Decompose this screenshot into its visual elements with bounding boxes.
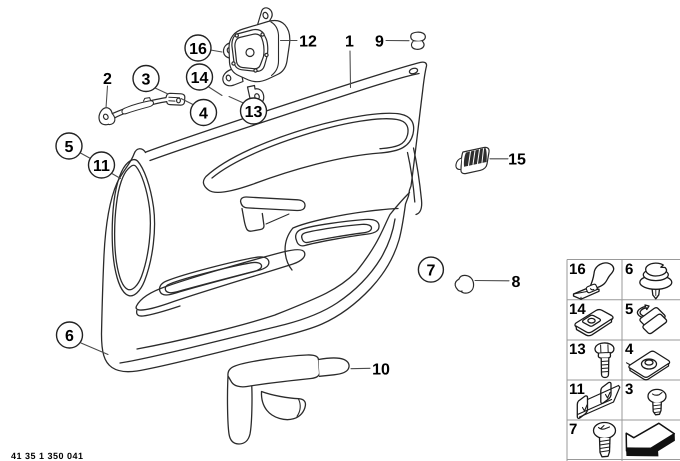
svg-text:16: 16 [569, 261, 586, 278]
svg-text:1: 1 [345, 34, 354, 51]
svg-text:16: 16 [189, 41, 207, 58]
svg-text:7: 7 [569, 421, 577, 438]
svg-text:15: 15 [508, 152, 526, 169]
svg-text:3: 3 [142, 72, 151, 89]
svg-text:13: 13 [569, 341, 586, 358]
svg-text:9: 9 [375, 34, 384, 51]
svg-text:14: 14 [191, 70, 209, 87]
svg-text:5: 5 [65, 139, 74, 156]
svg-text:11: 11 [569, 381, 585, 398]
svg-text:4: 4 [625, 341, 634, 358]
svg-text:41 35 1 350 041: 41 35 1 350 041 [11, 451, 84, 461]
svg-text:6: 6 [65, 328, 74, 345]
svg-text:8: 8 [512, 274, 521, 291]
svg-text:2: 2 [103, 71, 112, 88]
svg-text:7: 7 [426, 263, 435, 280]
svg-text:13: 13 [245, 104, 263, 121]
svg-text:5: 5 [625, 301, 633, 318]
svg-text:3: 3 [625, 381, 633, 398]
svg-text:11: 11 [93, 158, 110, 175]
svg-text:10: 10 [372, 362, 390, 379]
svg-text:12: 12 [299, 34, 317, 51]
svg-text:6: 6 [625, 261, 633, 278]
svg-text:4: 4 [199, 106, 208, 123]
svg-text:14: 14 [569, 301, 586, 318]
